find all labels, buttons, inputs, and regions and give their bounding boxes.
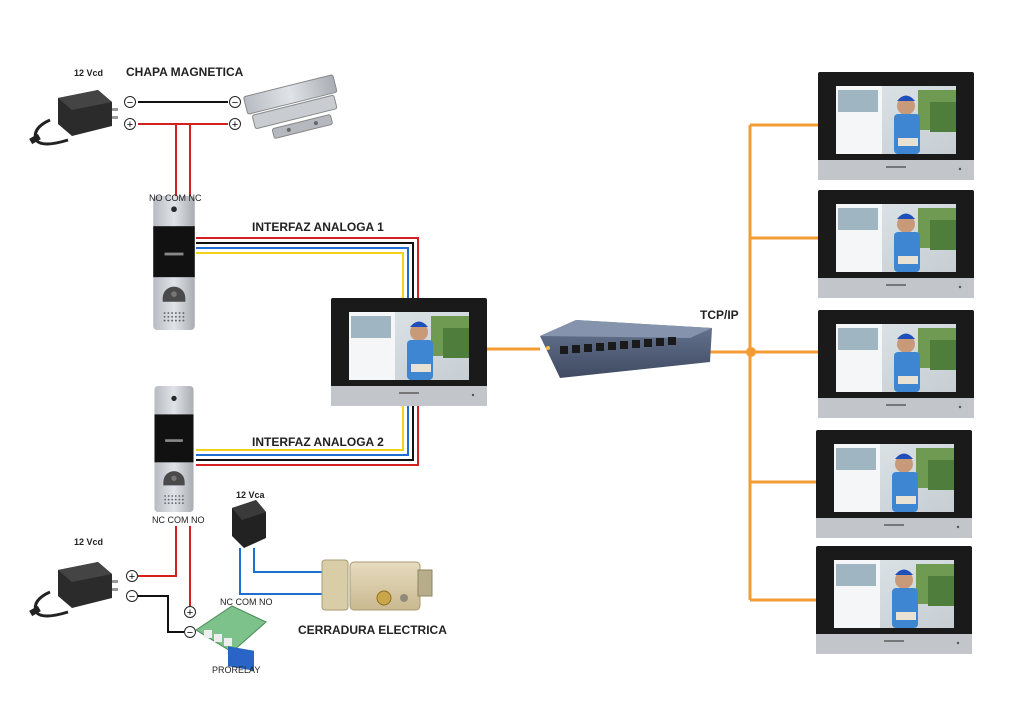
maglock-label: CHAPA MAGNETICA (126, 65, 244, 79)
power-adapter-top (28, 88, 118, 146)
polarity-plus: + (129, 571, 135, 583)
indoor-monitor-5 (816, 546, 972, 654)
psu-ac-voltage-label: 12 Vca (236, 490, 265, 500)
door-station-2 (154, 386, 194, 512)
relay-board (195, 605, 267, 671)
door-station-1 (153, 196, 195, 330)
analog-interface-1-wires (196, 237, 419, 298)
door2-terminals-label: NC COM NO (152, 515, 205, 525)
indoor-monitor-2 (818, 190, 974, 298)
polarity-minus: − (187, 627, 193, 639)
poe-switch (540, 320, 712, 378)
ac-power-adapter (232, 500, 266, 548)
indoor-monitor-4 (816, 430, 972, 538)
polarity-plus: + (232, 119, 238, 131)
analog-interface-2-wires (196, 404, 419, 466)
polarity-markers-top: − + − + (124, 96, 241, 131)
analog-interface-2-label: INTERFAZ ANALOGA 2 (252, 435, 384, 449)
network-label: TCP/IP (700, 308, 739, 322)
relay-name-label: PRORELAY (212, 665, 261, 675)
polarity-plus: + (127, 119, 133, 131)
wire-blue-relay-lock (239, 548, 322, 595)
polarity-plus: + (187, 607, 193, 619)
psu-bottom-voltage-label: 12 Vcd (74, 537, 104, 547)
door1-terminals-label: NO COM NC (149, 193, 202, 203)
electric-lock-label: CERRADURA ELECTRICA (298, 623, 447, 637)
indoor-monitor-1 (818, 72, 974, 180)
electric-lock (321, 559, 433, 611)
wire-blue-psu-lock-a (253, 548, 322, 573)
relay-terminals-label: NC COM NO (220, 597, 273, 607)
polarity-minus: − (127, 97, 133, 109)
polarity-markers-bottom: + − + − (126, 570, 196, 639)
network-wires (487, 123, 818, 602)
polarity-minus: − (232, 97, 238, 109)
indoor-monitor-3 (818, 310, 974, 418)
indoor-monitor-main (331, 298, 487, 406)
wire-black-psu-relay (138, 595, 184, 633)
network-junction (746, 347, 756, 357)
psu-top-voltage-label: 12 Vcd (74, 68, 104, 78)
polarity-minus: − (129, 591, 135, 603)
analog-interface-1-label: INTERFAZ ANALOGA 1 (252, 220, 384, 234)
wire-red-psu-station2 (138, 526, 177, 577)
power-adapter-bottom (28, 560, 118, 618)
magnetic-lock (243, 74, 338, 139)
